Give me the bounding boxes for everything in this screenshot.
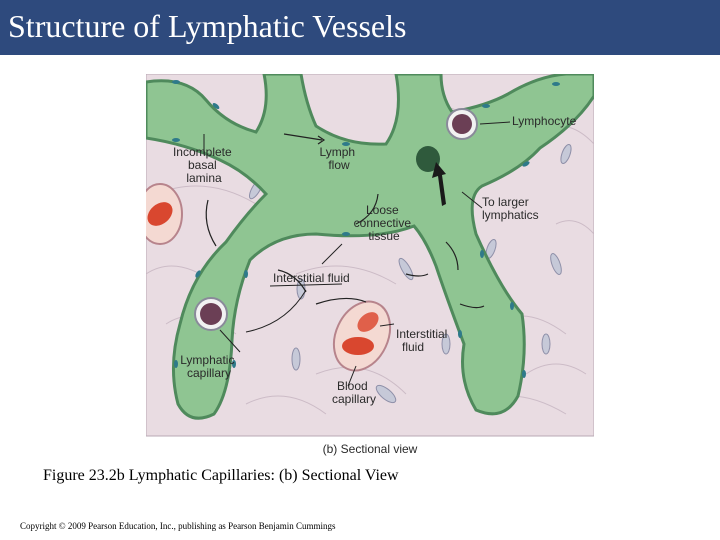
label-incomplete-basal-lamina: Incomplete basal lamina	[173, 145, 235, 185]
figure-caption: Figure 23.2b Lymphatic Capillaries: (b) …	[43, 467, 399, 484]
lymphocyte-cell-left	[194, 297, 228, 331]
label-blood-capillary: Blood capillary	[332, 379, 376, 406]
vessel-lumen-opening	[416, 146, 440, 172]
lymphatic-vessel-diagram: Lymphocyte Incomplete basal lamina Lymph…	[146, 74, 594, 456]
label-to-larger-lymphatics: To larger lymphatics	[482, 195, 539, 222]
slide-title: Structure of Lymphatic Vessels	[8, 8, 407, 44]
lymphatic-vessel-network	[146, 74, 594, 420]
label-lymphocyte: Lymphocyte	[512, 114, 577, 128]
label-lymph-flow: Lymph flow	[320, 145, 359, 172]
panel-label: (b) Sectional view	[323, 442, 418, 456]
label-loose-connective-tissue: Loose connective tissue	[354, 203, 415, 243]
leader-lines	[203, 121, 511, 387]
title-bar: Structure of Lymphatic Vessels	[0, 0, 720, 55]
label-interstitial-fluid-top: Interstitial fluid	[273, 271, 350, 285]
label-lymphatic-capillary: Lymphatic capillary	[180, 353, 238, 380]
label-interstitial-fluid-right: Interstitial fluid	[396, 327, 451, 354]
copyright-notice: Copyright © 2009 Pearson Education, Inc.…	[20, 521, 336, 531]
diagram-labels: Lymphocyte Incomplete basal lamina Lymph…	[173, 114, 577, 406]
blood-capillary-center	[332, 300, 392, 372]
fluid-flow-arrows	[205, 133, 485, 309]
endothelial-nuclei	[172, 80, 560, 378]
lymph-flow-arrow	[432, 162, 446, 206]
lymphocyte-cell-top	[446, 108, 478, 140]
blood-capillary-left	[146, 183, 183, 245]
